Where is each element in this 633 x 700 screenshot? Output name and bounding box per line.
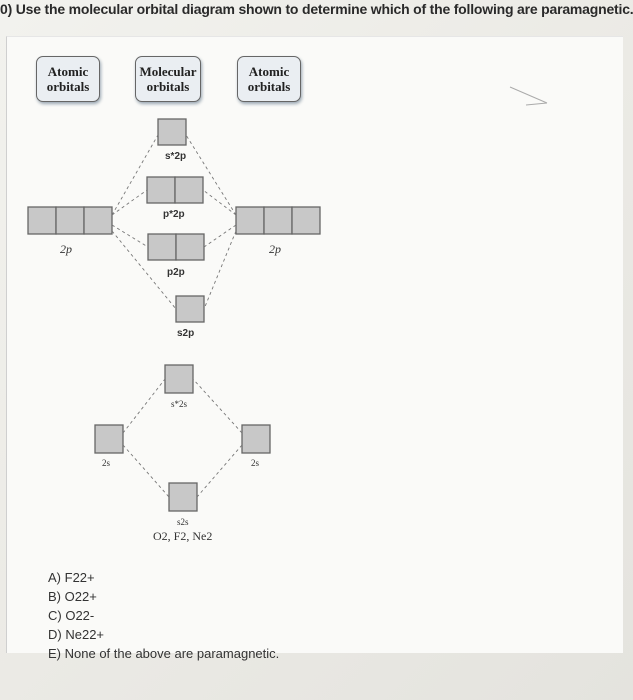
molecules-label: O2, F2, Ne2 — [153, 529, 213, 543]
pi-star-2p-box-2 — [174, 176, 204, 204]
atomic-orbitals-header-left: Atomic orbitals — [36, 56, 100, 102]
sigma-2s-label: s2s — [177, 517, 189, 527]
sigma-2s-box — [168, 482, 198, 512]
answer-d[interactable]: D) Ne22+ — [48, 627, 105, 642]
answer-c[interactable]: C) O22- — [48, 608, 95, 623]
question-text: 0) Use the molecular orbital diagram sho… — [0, 1, 633, 17]
right-2p-box-1 — [235, 206, 265, 235]
orbital-diagram-svg — [27, 86, 548, 512]
right-2p-box-2 — [263, 206, 293, 235]
left-2p-box-1 — [27, 206, 57, 235]
left-2p-box-3 — [83, 206, 113, 235]
sigma-star-2p-label: s*2p — [165, 151, 187, 162]
right-2p-label: 2p — [269, 242, 281, 256]
pi-2p-label: p2p — [167, 267, 185, 278]
sigma-star-2s-label: s*2s — [171, 399, 188, 409]
left-2p-box-2 — [55, 206, 85, 235]
mo-diagram: Atomic orbitals Molecular orbitals Atomi… — [6, 36, 623, 653]
answer-b[interactable]: B) O22+ — [48, 589, 97, 604]
pi-2p-box-1 — [147, 233, 177, 261]
sigma-star-2s-box — [164, 364, 194, 394]
answer-a[interactable]: A) F22+ — [48, 570, 95, 585]
right-2s-box — [241, 424, 271, 454]
left-2s-box — [94, 424, 124, 454]
left-2s-label: 2s — [102, 458, 111, 468]
answer-e[interactable]: E) None of the above are paramagnetic. — [48, 646, 280, 661]
atomic-orbitals-header-right: Atomic orbitals — [237, 56, 301, 102]
pi-2p-box-2 — [175, 233, 205, 261]
pi-star-2p-box-1 — [146, 176, 176, 204]
left-2p-label: 2p — [60, 242, 72, 256]
sigma-2p-box — [175, 295, 205, 323]
molecular-orbitals-header: Molecular orbitals — [135, 56, 201, 102]
answer-choices: A) F22+ B) O22+ C) O22- D) Ne22+ E) None… — [48, 568, 279, 663]
pi-star-2p-label: p*2p — [163, 209, 185, 220]
sigma-2p-label: s2p — [177, 328, 195, 339]
right-2p-box-3 — [291, 206, 321, 235]
right-2s-label: 2s — [251, 458, 260, 468]
sigma-star-2p-box — [157, 118, 187, 146]
